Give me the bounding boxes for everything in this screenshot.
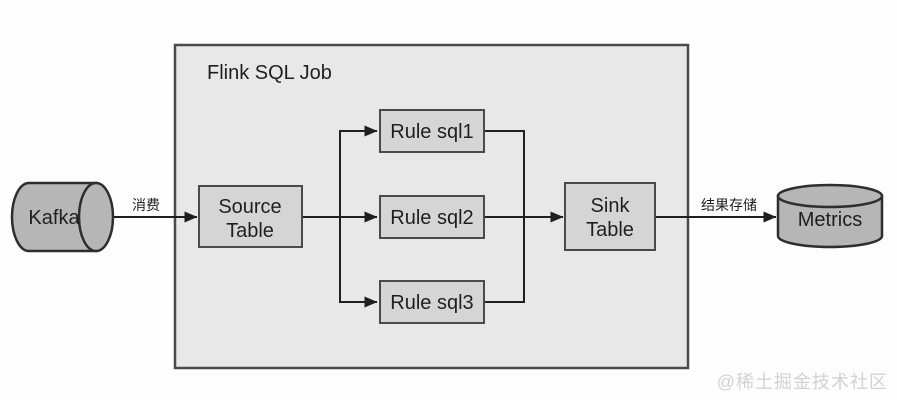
sink-table-label-line1: Sink xyxy=(591,195,631,217)
rule-sql3-box xyxy=(379,280,485,324)
flink-sql-job-label: Flink SQL Job xyxy=(207,62,332,84)
rule-sql1-box xyxy=(379,109,485,153)
rule-sql1-label: Rule sql1 xyxy=(390,121,473,143)
source-table-box xyxy=(198,185,303,248)
rule-sql1-node: Rule sql1 xyxy=(379,109,485,153)
source-table-label-line1: Source xyxy=(218,196,281,218)
metrics-cylinder-icon: Metrics xyxy=(776,183,884,249)
rule-sql2-box xyxy=(379,195,485,239)
edge-branch-to-rule3 xyxy=(339,217,378,308)
kafka-cylinder-body xyxy=(10,181,98,253)
source-table-label-line2: Table xyxy=(226,220,274,242)
kafka-cylinder-icon: Kafka xyxy=(10,181,115,253)
edge-label-store: 结果存储 xyxy=(701,197,757,213)
watermark: @稀土掘金技术社区 xyxy=(717,372,888,392)
metrics-label: Metrics xyxy=(798,209,862,231)
metrics-cylinder-body xyxy=(776,194,884,249)
rule-sql2-node: Rule sql2 xyxy=(379,195,485,239)
kafka-cylinder-cap xyxy=(77,181,115,253)
rule-sql2-label: Rule sql2 xyxy=(390,207,473,229)
edge-merge-from-rule1 xyxy=(484,130,525,217)
edge-merge-from-rule3 xyxy=(484,217,525,303)
kafka-label: Kafka xyxy=(28,207,80,229)
sink-table-label-line2: Table xyxy=(586,219,634,241)
metrics-cylinder-cap xyxy=(776,183,884,209)
rule-sql3-node: Rule sql3 xyxy=(379,280,485,324)
sink-table-node: Sink Table xyxy=(564,182,656,251)
sink-table-box xyxy=(564,182,656,251)
edge-label-consume: 消费 xyxy=(132,197,160,213)
edge-branch-to-rule1 xyxy=(339,125,378,217)
source-table-node: Source Table xyxy=(198,185,303,248)
rule-sql3-label: Rule sql3 xyxy=(390,292,473,314)
